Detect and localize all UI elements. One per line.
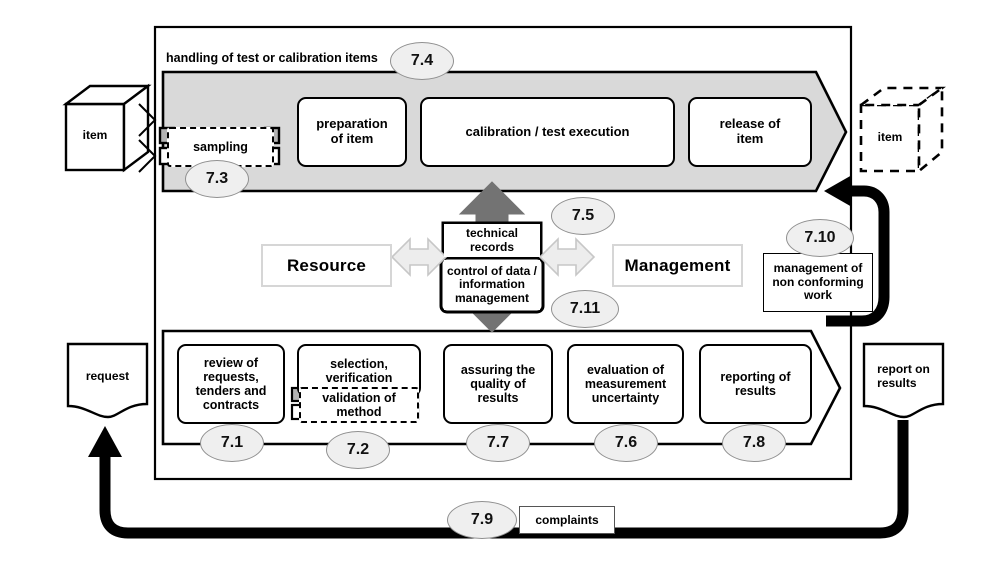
process-reporting-of-results[interactable]: reporting of results (699, 344, 812, 424)
block-management: Management (612, 244, 743, 287)
process-release-of-item[interactable]: release of item (688, 97, 812, 167)
clause-badge-7-5: 7.5 (551, 197, 615, 235)
process-calibration-test-execution-label: calibration / test execution (465, 123, 630, 139)
item-input-cube (62, 83, 152, 173)
request-label: request (85, 369, 130, 383)
block-nonconforming-work[interactable]: management of non conforming work (763, 253, 873, 312)
management-link-arrow (538, 237, 596, 277)
clause-badge-7-6: 7.6 (594, 424, 658, 462)
clause-badge-7-7: 7.7 (466, 424, 530, 462)
item-in-connector (138, 103, 157, 173)
process-review-of-requests[interactable]: review of requests, tenders and contract… (177, 344, 285, 424)
process-evaluation-uncertainty[interactable]: evaluation of measurement uncertainty (567, 344, 684, 424)
request-document (66, 342, 149, 419)
nonconforming-feedback-arrow (824, 175, 890, 327)
block-complaints[interactable]: complaints (519, 506, 615, 534)
block-nonconforming-work-label: management of non conforming work (772, 261, 864, 303)
process-calibration-test-execution[interactable]: calibration / test execution (420, 97, 675, 167)
item-input-label: item (82, 128, 108, 142)
process-assuring-quality[interactable]: assuring the quality of results (443, 344, 553, 424)
process-release-of-item-label: release of item (719, 116, 781, 146)
clause-badge-7-8: 7.8 (722, 424, 786, 462)
block-technical-records[interactable]: technical records (444, 224, 540, 257)
clause-badge-7-10: 7.10 (786, 219, 854, 257)
section-title-handling: handling of test or calibration items (166, 51, 378, 65)
process-validation-of-method[interactable]: validation of method (299, 387, 419, 423)
clause-badge-7-2: 7.2 (326, 431, 390, 469)
clause-badge-7-1: 7.1 (200, 424, 264, 462)
block-resource: Resource (261, 244, 392, 287)
process-evaluation-uncertainty-label: evaluation of measurement uncertainty (584, 363, 667, 405)
report-label: report on results (877, 361, 930, 390)
process-assuring-quality-label: assuring the quality of results (460, 363, 536, 405)
process-preparation-of-item-label: preparation of item (316, 116, 388, 146)
process-selection-verification-label: selection, verification (325, 356, 393, 385)
item-output-label: item (877, 130, 903, 144)
item-output-cube (857, 85, 946, 174)
process-preparation-of-item[interactable]: preparation of item (297, 97, 407, 167)
resource-link-arrow (390, 237, 448, 277)
report-document (862, 342, 945, 419)
process-validation-of-method-label: validation of method (322, 391, 396, 419)
block-control-of-data-label: control of data / information management (447, 263, 537, 305)
process-review-of-requests-label: review of requests, tenders and contract… (195, 356, 267, 412)
block-control-of-data[interactable]: control of data / information management (444, 260, 540, 310)
clause-badge-7-11: 7.11 (551, 290, 619, 328)
clause-badge-7-9: 7.9 (447, 501, 517, 539)
clause-badge-7-3: 7.3 (185, 160, 249, 198)
clause-badge-7-4: 7.4 (390, 42, 454, 80)
process-reporting-of-results-label: reporting of results (720, 370, 791, 398)
